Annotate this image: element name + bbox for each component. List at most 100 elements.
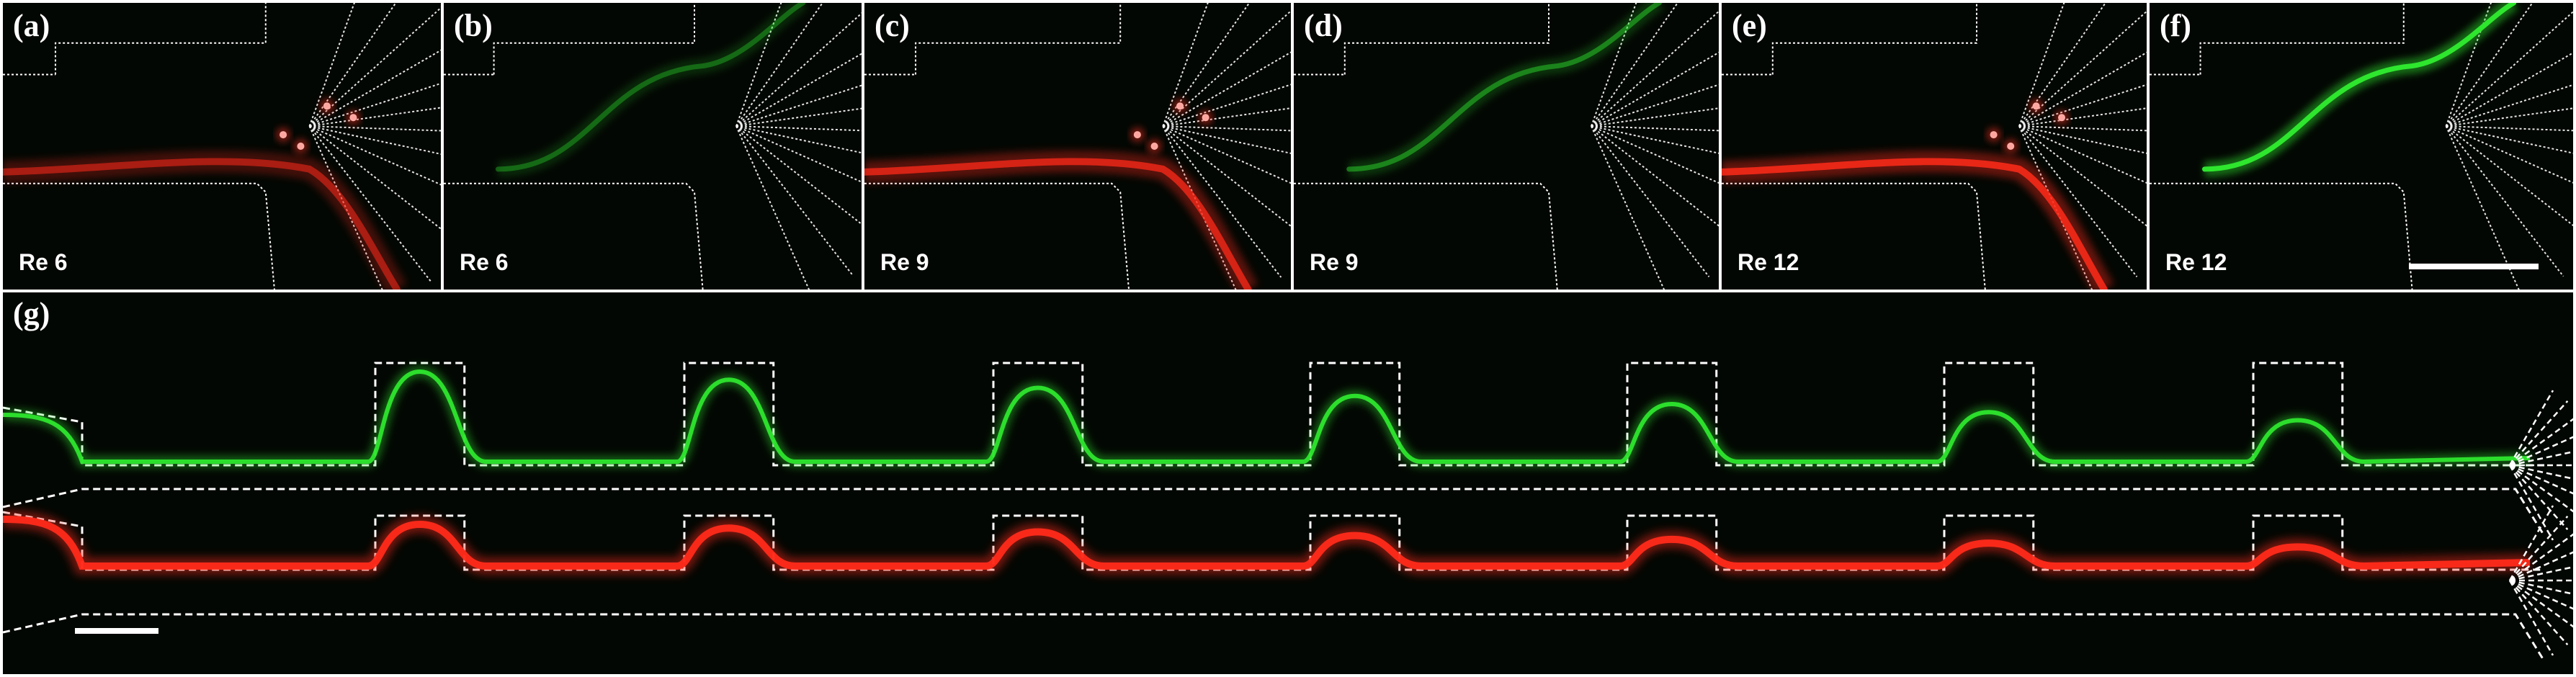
outlet-line [1591,84,1719,127]
panel-a: (a) Re 6 [3,3,441,290]
outlet-line [1591,125,1710,277]
channel-wall [1343,3,1549,75]
fluorescent-stream-glow [1349,3,1664,177]
outlet-line [2445,125,2564,277]
outlet-line [1162,3,1209,127]
outlet-line [735,125,853,275]
outlet-line [1591,107,1719,127]
particle-glow [1986,127,2001,143]
channel-wall [915,3,1122,75]
panel-f-image [2150,3,2573,290]
fluorescent-stream-glow [2204,3,2518,177]
channel-wall [1722,182,1986,290]
panel-label-b: (b) [454,8,493,43]
particle-glow [2054,110,2069,125]
panel-c-image [864,3,1291,290]
outlet-line [308,6,441,127]
outlet-line [2018,51,2147,127]
outlet-line [308,3,355,127]
panel-label-e: (e) [1732,8,1767,43]
channel-wall [54,3,267,75]
scale-bar-bottom [75,628,158,634]
reynolds-label-c: Re 9 [880,249,929,275]
outlet-line [309,125,441,132]
panel-a-image [3,3,441,290]
outlet-line [2509,465,2569,531]
outlet-line [309,125,441,155]
panel-g-image [3,362,2573,662]
outlet-line [1591,125,1719,227]
outlet-line [2509,579,2573,610]
panel-label-c: (c) [875,8,910,43]
channel-wall [2199,3,2405,75]
outlet-line [2446,107,2573,127]
outlet-line [735,53,862,127]
outlet-line [1591,10,1719,127]
outlet-line [308,125,431,282]
particle-glow [276,127,291,143]
outlet-line [1591,125,1665,290]
fluorescent-stream [864,158,1252,290]
scale-bar-top [2409,264,2539,269]
reynolds-label-a: Re 6 [19,249,68,275]
channel-wall [1771,3,1977,75]
outlet-line [2509,579,2573,595]
outlet-line [2509,533,2573,582]
panel-d-image [1294,3,1719,290]
outlet-line [2018,125,2147,227]
channel-wall [3,182,275,290]
outlet-line [2509,418,2573,467]
fluorescent-stream [1722,158,2108,290]
outlet-line [2509,400,2569,466]
serpentine-stream-glow [3,511,2531,575]
outlet-line [2446,125,2573,154]
outlet-line [2446,52,2573,127]
outlet-line [2508,465,2554,541]
particle-glow [346,110,361,125]
outlet-line [735,84,862,127]
outlet-line [1162,51,1291,127]
outlet-line [1163,107,1291,127]
panel-g: (g) [3,292,2573,674]
panel-label-g: (g) [13,296,50,331]
particle-glow [1173,99,1188,114]
serpentine-wall-bottom [3,488,2546,537]
outlet-line [1591,125,1719,132]
outlet-line [2445,3,2533,127]
channel-wall [1294,182,1558,290]
fluorescent-stream [2201,3,2517,172]
outlet-line [2018,125,2147,132]
channel-wall [444,182,704,290]
outlet-line [735,125,862,154]
outlet-line [1163,125,1291,154]
outlet-line [2508,580,2554,656]
particle-glow [2029,99,2044,114]
particle-glow [319,99,334,114]
outlet-line [735,125,862,183]
outlet-line [2509,580,2569,646]
panel-b-image [444,3,862,290]
outlet-line [1591,125,1719,184]
outlet-line [1163,125,1291,132]
panel-label-f: (f) [2160,8,2191,43]
channel-wall [864,182,1130,290]
serpentine-stream-glow [3,366,2531,467]
outlet-line [2509,436,2573,467]
outlet-line [1162,125,1282,278]
panel-c: (c) Re 9 [864,3,1291,290]
outlet-line [2509,464,2573,495]
outlet-line [1591,3,1679,127]
particle-glow [1147,139,1162,153]
outlet-line [2018,107,2147,127]
outlet-line [308,125,441,230]
outlet-line [2509,464,2573,480]
panel-d: (d) Re 9 [1294,3,1719,290]
panel-f: (f) Re 12 [2150,3,2573,290]
outlet-line [735,125,862,225]
outlet-line [2445,10,2573,127]
outlet-line [2018,125,2138,277]
outlet-line [735,3,824,127]
outlet-line [735,12,862,127]
outlet-line [2508,390,2554,466]
outlet-line [1591,125,1719,154]
